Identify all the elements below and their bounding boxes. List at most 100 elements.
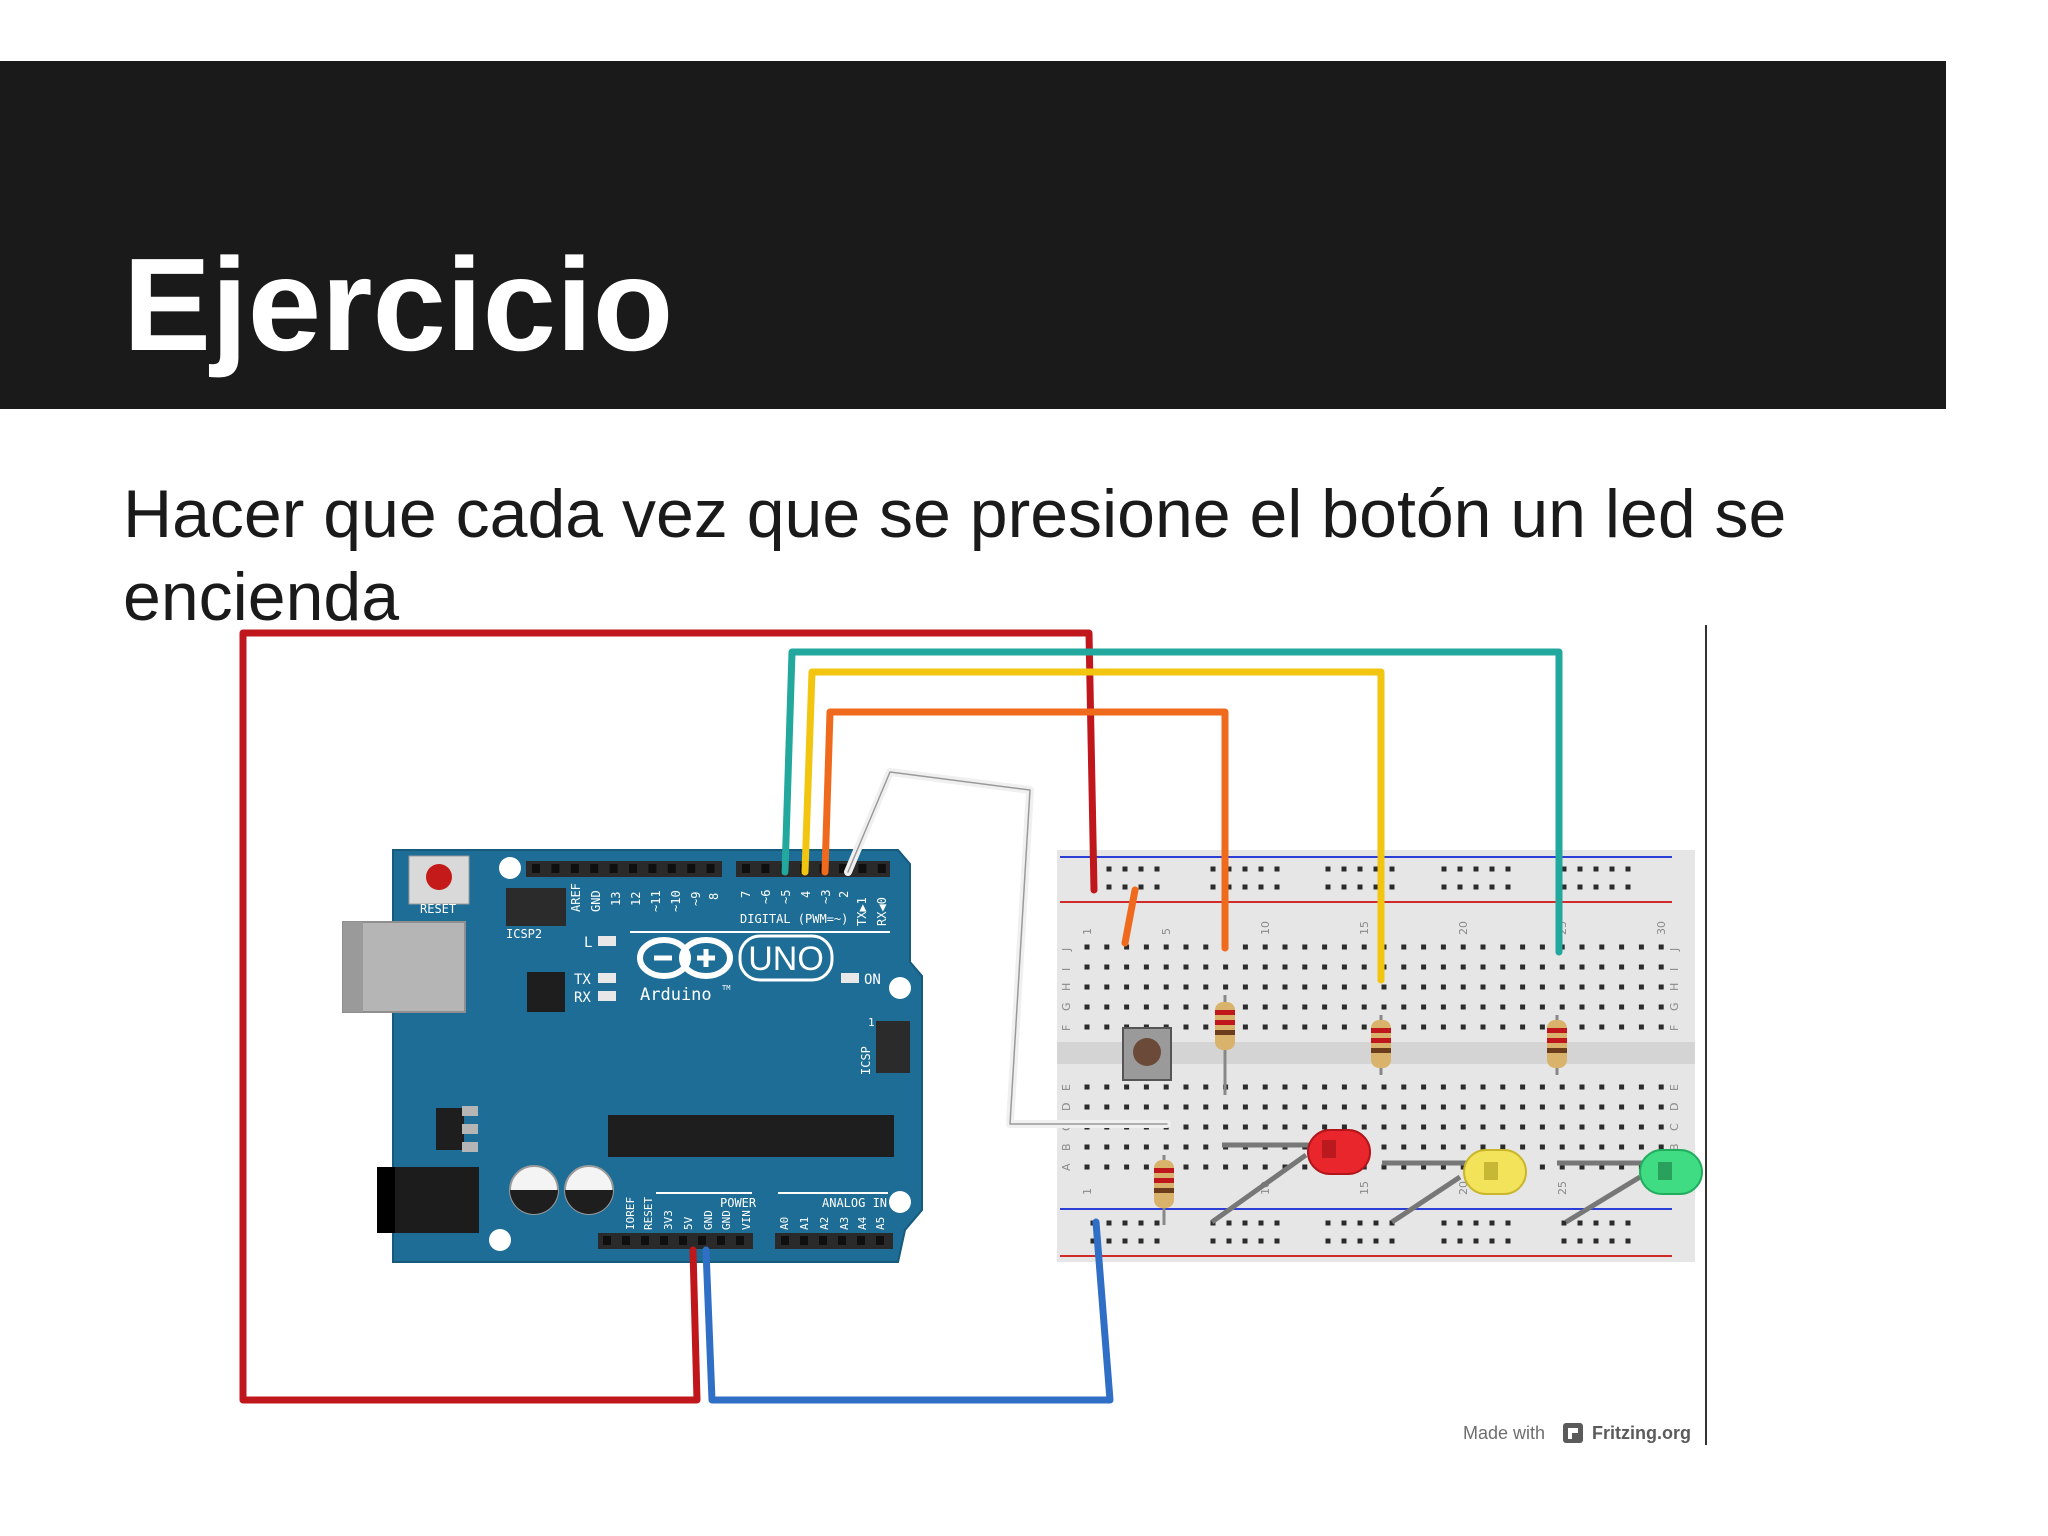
breadboard-row-letter: E xyxy=(1060,1084,1073,1091)
breadboard-rail-hole xyxy=(1122,1238,1128,1244)
rx-indicator xyxy=(598,991,616,1001)
breadboard-hole xyxy=(1242,1004,1248,1010)
breadboard-row-letter: B xyxy=(1060,1143,1073,1151)
header-pin xyxy=(551,864,560,873)
breadboard-hole xyxy=(1104,1104,1110,1110)
header-pin xyxy=(679,1236,687,1245)
mounting-hole xyxy=(889,977,911,999)
breadboard-column-number: 1 xyxy=(1081,928,1094,935)
breadboard-hole xyxy=(1341,1124,1347,1130)
breadboard-hole xyxy=(1183,964,1189,970)
breadboard-rail-hole xyxy=(1505,1220,1511,1226)
breadboard-hole xyxy=(1183,1024,1189,1030)
breadboard-hole xyxy=(1579,1124,1585,1130)
breadboard-hole xyxy=(1401,1164,1407,1170)
breadboard-rail-hole xyxy=(1210,866,1216,872)
breadboard-rail-hole xyxy=(1561,884,1567,890)
breadboard-rail-hole xyxy=(1242,1220,1248,1226)
breadboard-rail-hole xyxy=(1625,1238,1631,1244)
mounting-hole xyxy=(489,1229,511,1251)
breadboard-hole xyxy=(1124,1084,1130,1090)
breadboard-hole xyxy=(1440,1124,1446,1130)
breadboard-hole xyxy=(1440,1164,1446,1170)
breadboard-hole xyxy=(1223,1124,1229,1130)
breadboard-hole xyxy=(1143,944,1149,950)
breadboard-hole xyxy=(1124,1144,1130,1150)
header-pin xyxy=(622,1236,630,1245)
breadboard-hole xyxy=(1124,1104,1130,1110)
breadboard-hole xyxy=(1361,1004,1367,1010)
reset-button-cap xyxy=(426,864,452,890)
breadboard-rail-hole xyxy=(1154,1220,1160,1226)
resistor-3 xyxy=(1547,1015,1567,1075)
on-indicator xyxy=(841,973,859,983)
breadboard-rail-hole xyxy=(1154,1238,1160,1244)
breadboard-hole xyxy=(1619,1084,1625,1090)
breadboard-hole xyxy=(1203,944,1209,950)
breadboard-rail-hole xyxy=(1341,884,1347,890)
pin-label-a1: A1 xyxy=(798,1217,811,1230)
breadboard-column-number: 30 xyxy=(1655,921,1668,935)
breadboard-hole xyxy=(1638,1024,1644,1030)
pin-label-5v: 5V xyxy=(682,1216,695,1230)
breadboard-rail-hole xyxy=(1489,884,1495,890)
breadboard-rail-hole xyxy=(1325,866,1331,872)
breadboard-rail-hole xyxy=(1106,866,1112,872)
breadboard-hole xyxy=(1619,984,1625,990)
breadboard-hole xyxy=(1579,1024,1585,1030)
power-label: POWER xyxy=(720,1196,757,1210)
breadboard-hole xyxy=(1599,1104,1605,1110)
breadboard-hole xyxy=(1203,1024,1209,1030)
breadboard-hole xyxy=(1401,1004,1407,1010)
breadboard-hole xyxy=(1143,1004,1149,1010)
breadboard-hole xyxy=(1203,1164,1209,1170)
breadboard-rail-hole xyxy=(1242,884,1248,890)
breadboard-hole xyxy=(1104,964,1110,970)
breadboard-hole xyxy=(1480,944,1486,950)
breadboard-hole xyxy=(1104,1024,1110,1030)
breadboard-rail-hole xyxy=(1357,1220,1363,1226)
breadboard-column-number: 5 xyxy=(1160,928,1173,935)
breadboard-hole xyxy=(1539,1024,1545,1030)
breadboard-hole xyxy=(1599,1164,1605,1170)
breadboard-rail-hole xyxy=(1106,1220,1112,1226)
breadboard-hole xyxy=(1559,964,1565,970)
breadboard-hole xyxy=(1619,1124,1625,1130)
breadboard-hole xyxy=(1460,1024,1466,1030)
breadboard-rail-hole xyxy=(1138,1238,1144,1244)
breadboard-hole xyxy=(1203,1004,1209,1010)
breadboard-rail-hole xyxy=(1138,884,1144,890)
breadboard-hole xyxy=(1302,1124,1308,1130)
breadboard-hole xyxy=(1401,984,1407,990)
breadboard-rail-hole xyxy=(1609,1238,1615,1244)
breadboard-rail-hole xyxy=(1473,1238,1479,1244)
breadboard-hole xyxy=(1460,944,1466,950)
breadboard-hole xyxy=(1223,1164,1229,1170)
breadboard-hole xyxy=(1480,1004,1486,1010)
breadboard-rail-hole xyxy=(1106,1238,1112,1244)
breadboard-hole xyxy=(1440,1104,1446,1110)
breadboard-hole xyxy=(1361,944,1367,950)
breadboard-rail-hole xyxy=(1593,1220,1599,1226)
analog-header xyxy=(775,1233,893,1249)
pin-label-a2: A2 xyxy=(818,1217,831,1230)
breadboard-rail-hole xyxy=(1373,1238,1379,1244)
breadboard-hole xyxy=(1579,984,1585,990)
breadboard-hole xyxy=(1460,1144,1466,1150)
breadboard-rail-hole xyxy=(1258,1220,1264,1226)
breadboard-row-letter: I xyxy=(1668,968,1681,971)
breadboard-rail-hole xyxy=(1106,884,1112,890)
breadboard-hole xyxy=(1163,1104,1169,1110)
breadboard-rail-hole xyxy=(1389,866,1395,872)
breadboard-hole xyxy=(1084,984,1090,990)
breadboard-hole xyxy=(1460,1004,1466,1010)
header-pin xyxy=(819,1236,827,1245)
wire-gnd-blue xyxy=(702,1218,1114,1404)
breadboard-row-letter: D xyxy=(1060,1103,1073,1111)
breadboard-hole xyxy=(1619,1024,1625,1030)
breadboard-rail-hole xyxy=(1457,884,1463,890)
power-pin-labels: IOREF RESET 3V3 5V GND GND VIN xyxy=(624,1197,753,1230)
breadboard-hole xyxy=(1599,1084,1605,1090)
breadboard-hole xyxy=(1460,1104,1466,1110)
breadboard-hole xyxy=(1203,964,1209,970)
